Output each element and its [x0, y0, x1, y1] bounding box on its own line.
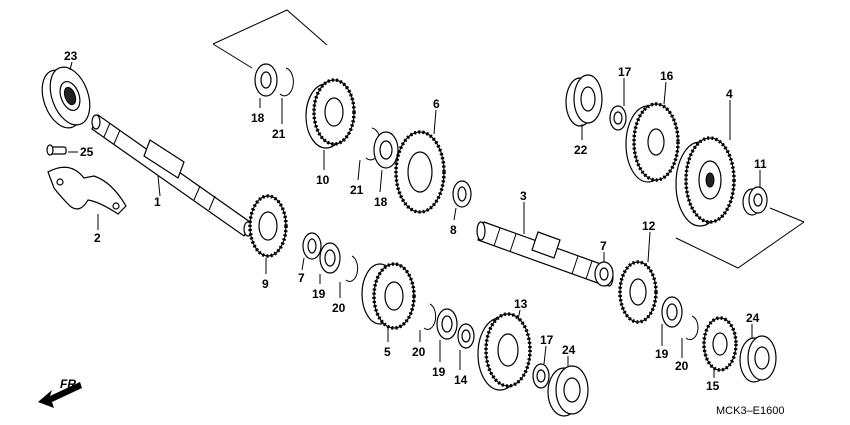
part-label-20-left: 20: [332, 301, 346, 315]
washer-19-right: [661, 296, 683, 328]
part-label-20-right: 20: [675, 359, 689, 373]
bushing-14: [457, 323, 475, 349]
part-label-3: 3: [520, 189, 527, 203]
group-bracket-right: [675, 207, 805, 269]
part-label-14: 14: [454, 373, 468, 387]
circlip-21-top: [279, 67, 294, 97]
part-label-8: 8: [450, 223, 457, 237]
circlip-20-right: [685, 315, 699, 341]
part-label-17-bottom: 17: [540, 333, 554, 347]
part-label-7-left: 7: [298, 271, 305, 285]
part-label-13: 13: [514, 297, 528, 311]
circlip-20-left: [345, 255, 359, 282]
part-label-22: 22: [574, 143, 588, 157]
bearing-22: [565, 74, 603, 127]
part-label-16: 16: [660, 69, 674, 83]
washer-17-top: [609, 105, 627, 131]
gear-16: [625, 102, 680, 183]
washer-19-mid: [436, 308, 458, 340]
washer-17-bottom: [532, 363, 550, 389]
part-label-21-mid: 21: [350, 183, 364, 197]
gear-12: [618, 260, 658, 324]
front-direction-label: FR.: [60, 377, 79, 391]
bushing-7-right: [594, 261, 614, 287]
bushing-7-left: [302, 232, 322, 260]
part-label-9: 9: [262, 277, 269, 291]
part-label-7-right: 7: [600, 239, 607, 253]
gear-15: [702, 316, 738, 372]
part-label-25: 25: [80, 145, 94, 159]
part-label-2: 2: [94, 231, 101, 245]
bearing-24-right: [739, 335, 777, 383]
washer-19-left: [319, 242, 341, 274]
part-label-15: 15: [706, 379, 720, 393]
bolt-25: [46, 144, 67, 156]
diagram-code: MCK3–E1600: [716, 405, 785, 417]
part-label-21: 21: [272, 127, 286, 141]
gear-5: [361, 262, 416, 330]
bushing-8: [452, 180, 472, 208]
part-label-5: 5: [384, 345, 391, 359]
circlip-20-mid: [423, 303, 437, 330]
part-label-18: 18: [251, 111, 265, 125]
part-label-19-left: 19: [312, 287, 326, 301]
group-bracket-top: [212, 9, 328, 69]
part-label-4: 4: [726, 87, 733, 101]
leader-lines: [68, 61, 761, 378]
part-label-12: 12: [642, 219, 656, 233]
counter-shaft-3: [476, 221, 614, 287]
part-labels: 23 25 1 2 18 21 10 21 18 6 8 9 7 19 20 5…: [64, 49, 767, 393]
part-label-18-mid: 18: [374, 195, 388, 209]
collar-18-top: [254, 63, 278, 97]
bearing-23: [41, 66, 91, 129]
main-shaft-1: [91, 114, 253, 237]
gear-9: [248, 194, 288, 258]
part-label-11: 11: [754, 157, 767, 171]
collar-18-mid: [373, 131, 399, 169]
gear-4: [675, 136, 736, 227]
part-label-24-bottom: 24: [562, 343, 576, 357]
front-direction-indicator: FR.: [38, 377, 82, 408]
gear-10: [305, 78, 356, 149]
needle-bearing-11: [742, 186, 768, 216]
bearing-24-bottom: [547, 365, 589, 417]
gear-6: [394, 130, 446, 214]
bracket-plate-2: [47, 166, 127, 215]
part-label-10: 10: [316, 173, 330, 187]
part-label-17-top: 17: [618, 65, 632, 79]
part-label-19-mid: 19: [432, 365, 446, 379]
part-label-19-right: 19: [655, 347, 669, 361]
part-label-24-right: 24: [746, 311, 760, 325]
part-label-6: 6: [433, 97, 440, 111]
part-label-20-mid: 20: [412, 345, 426, 359]
front-arrow-icon: [38, 382, 82, 408]
part-label-1: 1: [154, 195, 161, 209]
gear-13: [477, 312, 532, 391]
part-label-23: 23: [64, 49, 78, 63]
